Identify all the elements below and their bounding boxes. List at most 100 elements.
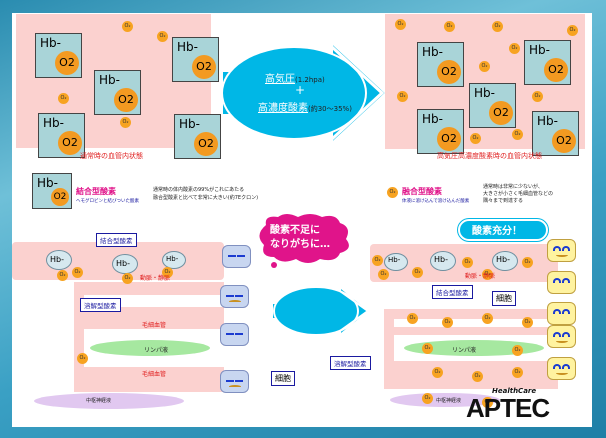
o2-molecule: O₂ [479, 61, 490, 72]
o2-molecule: O₂ [432, 367, 443, 378]
eye [228, 255, 236, 257]
o2-molecule: O₂ [58, 93, 69, 104]
sufficient-label: 酸素充分！ [472, 226, 522, 237]
eye [562, 246, 570, 251]
hb-o2-box: Hb-O2 [524, 40, 571, 85]
o2-molecule: O₂ [72, 267, 83, 278]
brand-logo: HealthCare APTEC [462, 385, 582, 425]
dissolved-oxygen-callout-right: 溶解型酸素 [330, 356, 371, 370]
o2-molecule: O₂ [407, 313, 418, 324]
o2-molecule: O₂ [444, 21, 455, 32]
hb-cloud-label: Hb- [388, 256, 401, 264]
hb-o2-box: Hb-O2 [38, 113, 85, 158]
eye [553, 364, 561, 369]
pressure-sub: (1.2hpa) [295, 76, 325, 84]
o2-label: O2 [192, 55, 216, 79]
pressure-main: 高気圧 [265, 74, 295, 85]
o2-label: O2 [51, 188, 69, 206]
concentration-label: 高濃度酸素(約30～35%) [258, 99, 352, 114]
mouth [229, 385, 241, 388]
o2-molecule: O₂ [512, 129, 523, 140]
o2-molecule: O₂ [512, 367, 523, 378]
o2-label: O2 [437, 60, 461, 84]
bound-oxygen-sub: ヘモグロビンと結びついた酸素 [76, 199, 139, 204]
o2-molecule: O₂ [470, 133, 481, 144]
o2-molecule: O₂ [522, 317, 533, 328]
pressure-arrow [221, 40, 388, 146]
hb-cloud-label: Hb- [166, 255, 179, 263]
hyperbaric-caption: 高気圧高濃度酸素時の血管内状態 [437, 152, 542, 160]
hb-o2-box: Hb-O2 [172, 37, 219, 82]
cell-happy-face [547, 302, 576, 325]
eye [235, 333, 243, 335]
o2-molecule: O₂ [120, 117, 131, 128]
o2-molecule: O₂ [372, 255, 383, 266]
dissolved-oxygen-title: 融合型酸素 [402, 187, 442, 196]
cns-label-right: 中枢神経液 [436, 398, 462, 404]
hb-cloud [384, 253, 408, 271]
eye [235, 295, 243, 297]
cell-sad-face [222, 245, 251, 268]
brand-line1: HealthCare [492, 387, 537, 395]
hb-label: Hb- [43, 116, 64, 130]
cell-happy-face [547, 239, 576, 262]
eye [553, 332, 561, 337]
hb-label: Hb- [99, 73, 120, 87]
lymph-label: リンパ液 [144, 347, 169, 354]
o2-molecule: O₂ [395, 19, 406, 30]
cell-sad-face [220, 323, 249, 346]
mouth [556, 339, 568, 343]
hb-label: Hb- [422, 112, 443, 126]
concentration-sub: (約30～35%) [308, 105, 352, 113]
cns-ellipse [34, 393, 184, 409]
bound-oxygen-callout-right: 結合型酸素 [432, 285, 473, 299]
hb-cloud [492, 251, 518, 271]
artery-vein-label: 動脈・静脈 [140, 275, 171, 282]
o2-label: O2 [114, 88, 138, 112]
o2-molecule: O₂ [412, 267, 423, 278]
shortage-line2: なりがちに… [270, 239, 330, 250]
hb-cloud-label: Hb- [116, 259, 130, 268]
brand-line2: APTEC [466, 393, 550, 423]
transition-arrow [271, 284, 372, 338]
o2-molecule: O₂ [77, 353, 88, 364]
hb-o2-box: Hb-O2 [35, 33, 82, 78]
hb-cloud [430, 251, 456, 271]
hb-o2-box: Hb-O2 [532, 111, 579, 156]
hb-o2-box: Hb-O2 [94, 70, 141, 115]
o2-molecule: O₂ [122, 273, 133, 284]
cell-sad-face [220, 370, 249, 393]
hb-o2-box: Hb-O2 [469, 83, 516, 128]
concentration-main: 高濃度酸素 [258, 103, 308, 114]
eye [562, 332, 570, 337]
o2-molecule: O₂ [492, 21, 503, 32]
lymph-ellipse-right [404, 340, 544, 356]
o2-molecule: O₂ [522, 257, 533, 268]
o2-label: O2 [489, 101, 513, 125]
o2-molecule: O₂ [482, 269, 493, 280]
cell-callout: 細胞 [271, 371, 295, 386]
cell-sad-face [220, 285, 249, 308]
dissolved-desc-1: 通常時は非常に少ないが、 [483, 184, 543, 190]
eye [553, 246, 561, 251]
o2-molecule: O₂ [442, 317, 453, 328]
eye [553, 278, 561, 283]
mouth [556, 253, 568, 257]
bound-oxygen-callout: 結合型酸素 [96, 233, 137, 247]
hb-o2-box: Hb-O2 [417, 109, 464, 154]
cell-happy-face [547, 325, 576, 348]
cell-happy-face [547, 357, 576, 380]
normal-caption: 通常時の血管内状態 [80, 152, 143, 160]
eye [562, 309, 570, 314]
o2-molecule: O₂ [397, 91, 408, 102]
capillary-label-2: 毛細血管 [142, 371, 167, 378]
cell-happy-face [547, 271, 576, 294]
cns-label: 中枢神経液 [86, 398, 112, 404]
o2-molecule: O₂ [162, 267, 173, 278]
bound-oxygen-title: 結合型酸素 [76, 187, 116, 196]
o2-molecule: O₂ [57, 270, 68, 281]
hb-label: Hb- [40, 36, 61, 50]
hb-label: Hb- [474, 86, 495, 100]
eye [237, 255, 245, 257]
o2-molecule: O₂ [122, 21, 133, 32]
